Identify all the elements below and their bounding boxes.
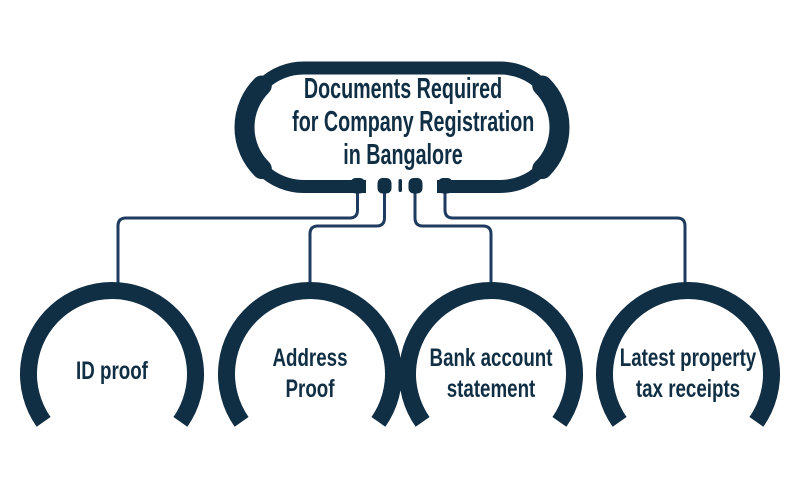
connector-dot-3 — [408, 178, 423, 194]
node-label-property-tax-receipts: Latest property tax receipts — [588, 343, 788, 405]
root-title-line-1: Documents Required — [303, 73, 503, 105]
node-label-line: Latest property — [619, 344, 757, 372]
connector-dot-2 — [377, 178, 392, 194]
node-ring-property-tax-receipts — [596, 282, 780, 427]
node-ring-id-proof — [20, 282, 204, 427]
node-label-line: statement — [446, 375, 536, 403]
connector-line-3 — [413, 186, 493, 283]
root-node-left-cap — [234, 75, 272, 179]
node-label-line: Proof — [285, 375, 335, 403]
connector-line-2 — [308, 186, 386, 283]
node-label-line: Bank account — [429, 344, 553, 372]
node-label-line: ID proof — [76, 357, 148, 385]
node-label-line: Address — [272, 344, 348, 372]
connector-dot-4 — [438, 178, 453, 194]
node-ring-bank-account-statement — [399, 282, 583, 427]
root-title-line-3: in Bangalore — [343, 139, 463, 171]
connector-dot-1 — [350, 178, 365, 194]
node-label-id-proof: ID proof — [12, 356, 212, 387]
root-node-title: Documents Required for Company Registrat… — [240, 73, 566, 172]
node-label-line: tax receipts — [635, 375, 741, 403]
node-ring-address-proof — [218, 282, 402, 427]
node-label-address-proof: Address Proof — [210, 343, 410, 405]
connector-line-4 — [443, 186, 687, 283]
root-title-line-2: for Company Registration — [292, 106, 535, 138]
connector-line-1 — [116, 186, 359, 283]
node-label-bank-account-statement: Bank account statement — [391, 343, 591, 405]
connector-tick-mark — [398, 179, 402, 192]
root-node-right-cap — [532, 75, 570, 179]
